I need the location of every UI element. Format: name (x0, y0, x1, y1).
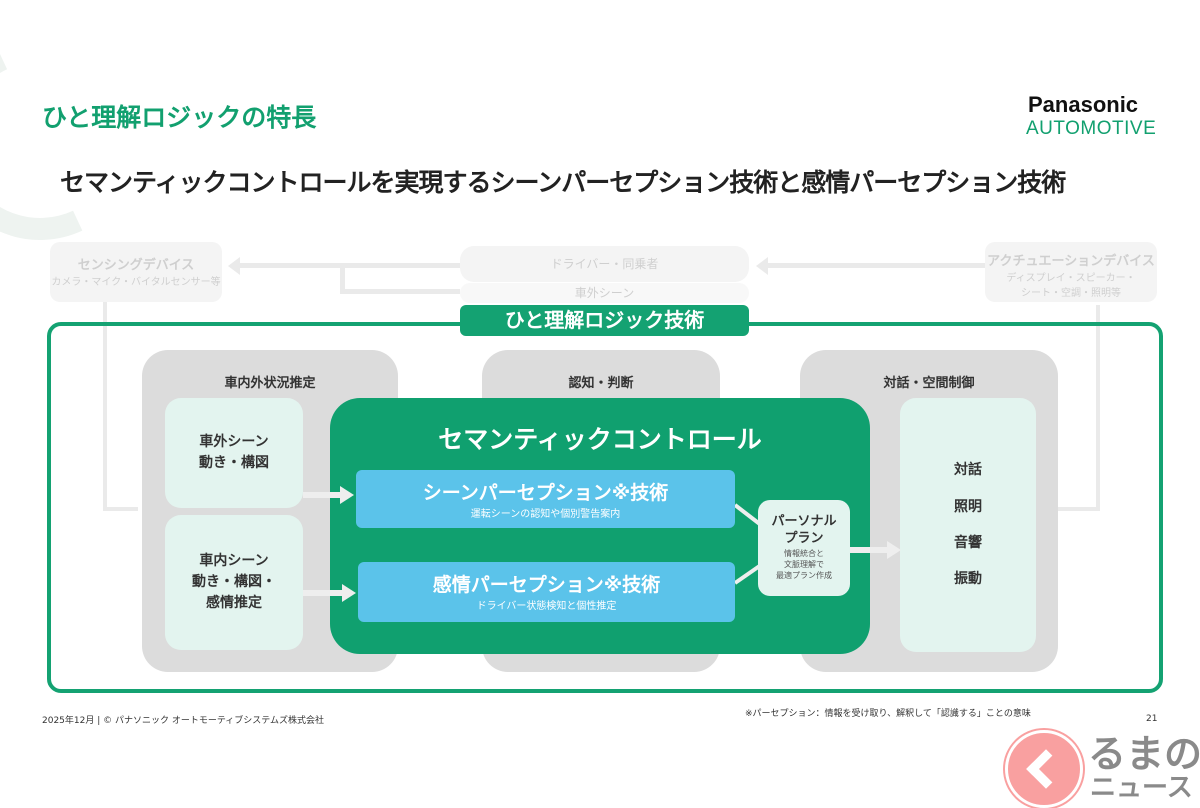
outer-l2: 動き・構図 (199, 455, 269, 471)
pp-l2: プラン (784, 530, 824, 546)
scene-title: シーンパーセプション※技術 (422, 482, 669, 504)
actuation-sub2: シート・空調・照明等 (1021, 288, 1121, 299)
outer-scene-box: 車外シーン 動き・構図 (165, 398, 303, 508)
pp-l1: パーソナル (771, 514, 837, 529)
page-number: 21 (1146, 714, 1158, 724)
pp-s1: 情報統合と (784, 548, 824, 558)
arrow-head (887, 541, 901, 559)
connector-line (340, 289, 460, 294)
arrow-line (850, 547, 890, 553)
driver-box: ドライバー・同乗者 (460, 246, 749, 282)
slide-title: ひと理解ロジックの特長 (42, 103, 317, 132)
inner-l3: 感情推定 (206, 595, 262, 611)
arrow-line (240, 263, 460, 268)
flow-line-right (1058, 507, 1100, 511)
arrow-head (228, 257, 240, 275)
copyright: 2025年12月 | © パナソニック オートモーティブシステムズ株式会社 (42, 716, 325, 726)
personal-plan-box: パーソナル プラン 情報統合と 文脈理解で 最適プラン作成 (758, 500, 850, 596)
semantic-title: セマンティックコントロール (438, 425, 762, 454)
arrow-line (768, 263, 985, 268)
flow-line-left (103, 507, 138, 511)
outside-scene-box: 車外シーン (460, 283, 749, 303)
emotion-title: 感情パーセプション※技術 (432, 574, 661, 596)
sensing-title: センシングデバイス (77, 258, 195, 273)
flow-line-right (1096, 305, 1100, 510)
arrow-head (756, 257, 768, 275)
inner-l2: 動き・構図・ (192, 574, 276, 590)
footnote: ※パーセプション：情報を受け取り、解釈して「認識する」ことの意味 (745, 709, 1031, 719)
panel-title: 車内外状況推定 (224, 376, 316, 391)
scene-perception-box: シーンパーセプション※技術 運転シーンの認知や個別警告案内 (356, 470, 735, 528)
arrow-head (342, 584, 356, 602)
panel-title: 認知・判断 (568, 376, 634, 391)
watermark-text1: るまの (1088, 732, 1200, 776)
outer-l1: 車外シーン (199, 434, 269, 450)
frame-label: ひと理解ロジック技術 (460, 305, 749, 336)
inner-scene-box: 車内シーン 動き・構図・ 感情推定 (165, 515, 303, 650)
output-item: 対話 (954, 462, 982, 479)
actuation-sub1: ディスプレイ・スピーカー・ (1006, 273, 1136, 284)
inner-l1: 車内シーン (199, 553, 269, 569)
panasonic-logo: Panasonic (1028, 92, 1139, 117)
flow-line-left (103, 302, 107, 510)
connector-line (340, 263, 345, 293)
output-item: 音響 (954, 535, 982, 551)
outputs-box: 対話 照明 音響 振動 (900, 398, 1036, 652)
output-item: 振動 (954, 571, 982, 588)
sensing-device-box: センシングデバイス カメラ・マイク・バイタルセンサー等 (50, 242, 222, 302)
sensing-sub: カメラ・マイク・バイタルセンサー等 (51, 277, 221, 288)
slide-subtitle: セマンティックコントロールを実現するシーンパーセプション技術と感情パーセプション… (60, 168, 1066, 197)
actuation-title: アクチュエーションデバイス (987, 254, 1155, 269)
actuation-device-box: アクチュエーションデバイス ディスプレイ・スピーカー・ シート・空調・照明等 (985, 242, 1157, 302)
scene-sub: 運転シーンの認知や個別警告案内 (470, 509, 621, 520)
pp-s3: 最適プラン作成 (776, 570, 832, 580)
emotion-sub: ドライバー状態検知と個性推定 (476, 601, 617, 612)
decorative-arc (0, 11, 169, 269)
panel-title: 対話・空間制御 (883, 376, 975, 391)
arrow-line (303, 492, 341, 498)
watermark-text2: ニュース (1090, 773, 1193, 803)
output-item: 照明 (954, 498, 982, 515)
arrow-head (340, 486, 354, 504)
automotive-logo: AUTOMOTIVE (1026, 118, 1157, 139)
merge-lines (735, 503, 763, 585)
emotion-perception-box: 感情パーセプション※技術 ドライバー状態検知と個性推定 (358, 562, 735, 622)
watermark-logo-icon (1005, 730, 1083, 808)
pp-s2: 文脈理解で (784, 559, 824, 569)
arrow-line (303, 590, 343, 596)
